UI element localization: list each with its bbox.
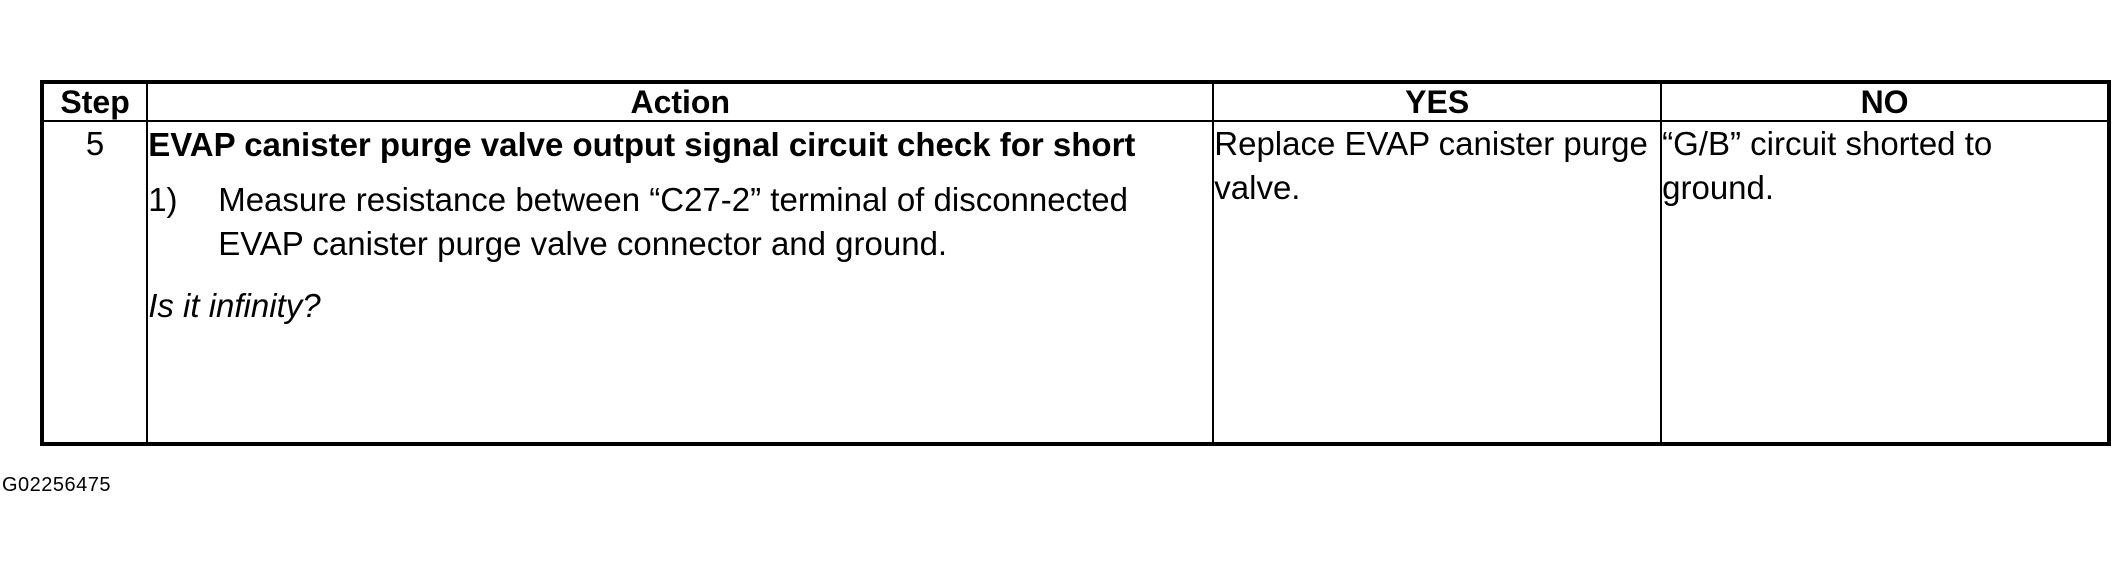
check-question: Is it infinity?: [148, 287, 321, 324]
header-action: Action: [146, 81, 1215, 122]
header-row: Step Action YES NO: [40, 81, 2110, 122]
list-item-number: 1): [148, 181, 178, 218]
step-number: 5: [40, 120, 149, 445]
list-item-text: Measure resistance between “C27-2” termi…: [218, 181, 1128, 262]
action-title: EVAP canister purge valve output signal …: [148, 126, 1136, 163]
action-list: 1) Measure resistance between “C27-2” te…: [148, 178, 1212, 266]
procedure-table: Step Action YES NO 5 EVAP canister purge…: [40, 80, 2111, 446]
no-result: “G/B” circuit shorted to ground.: [1660, 120, 2110, 445]
table-row: 5 EVAP canister purge valve output signa…: [40, 120, 2110, 445]
header-step: Step: [40, 81, 149, 122]
header-yes: YES: [1212, 81, 1663, 122]
header-no: NO: [1660, 81, 2110, 122]
yes-result: Replace EVAP canister purge valve.: [1212, 120, 1663, 445]
figure-id: G02256475: [2, 474, 112, 496]
list-item: 1) Measure resistance between “C27-2” te…: [148, 178, 1212, 266]
action-cell: EVAP canister purge valve output signal …: [146, 120, 1215, 445]
